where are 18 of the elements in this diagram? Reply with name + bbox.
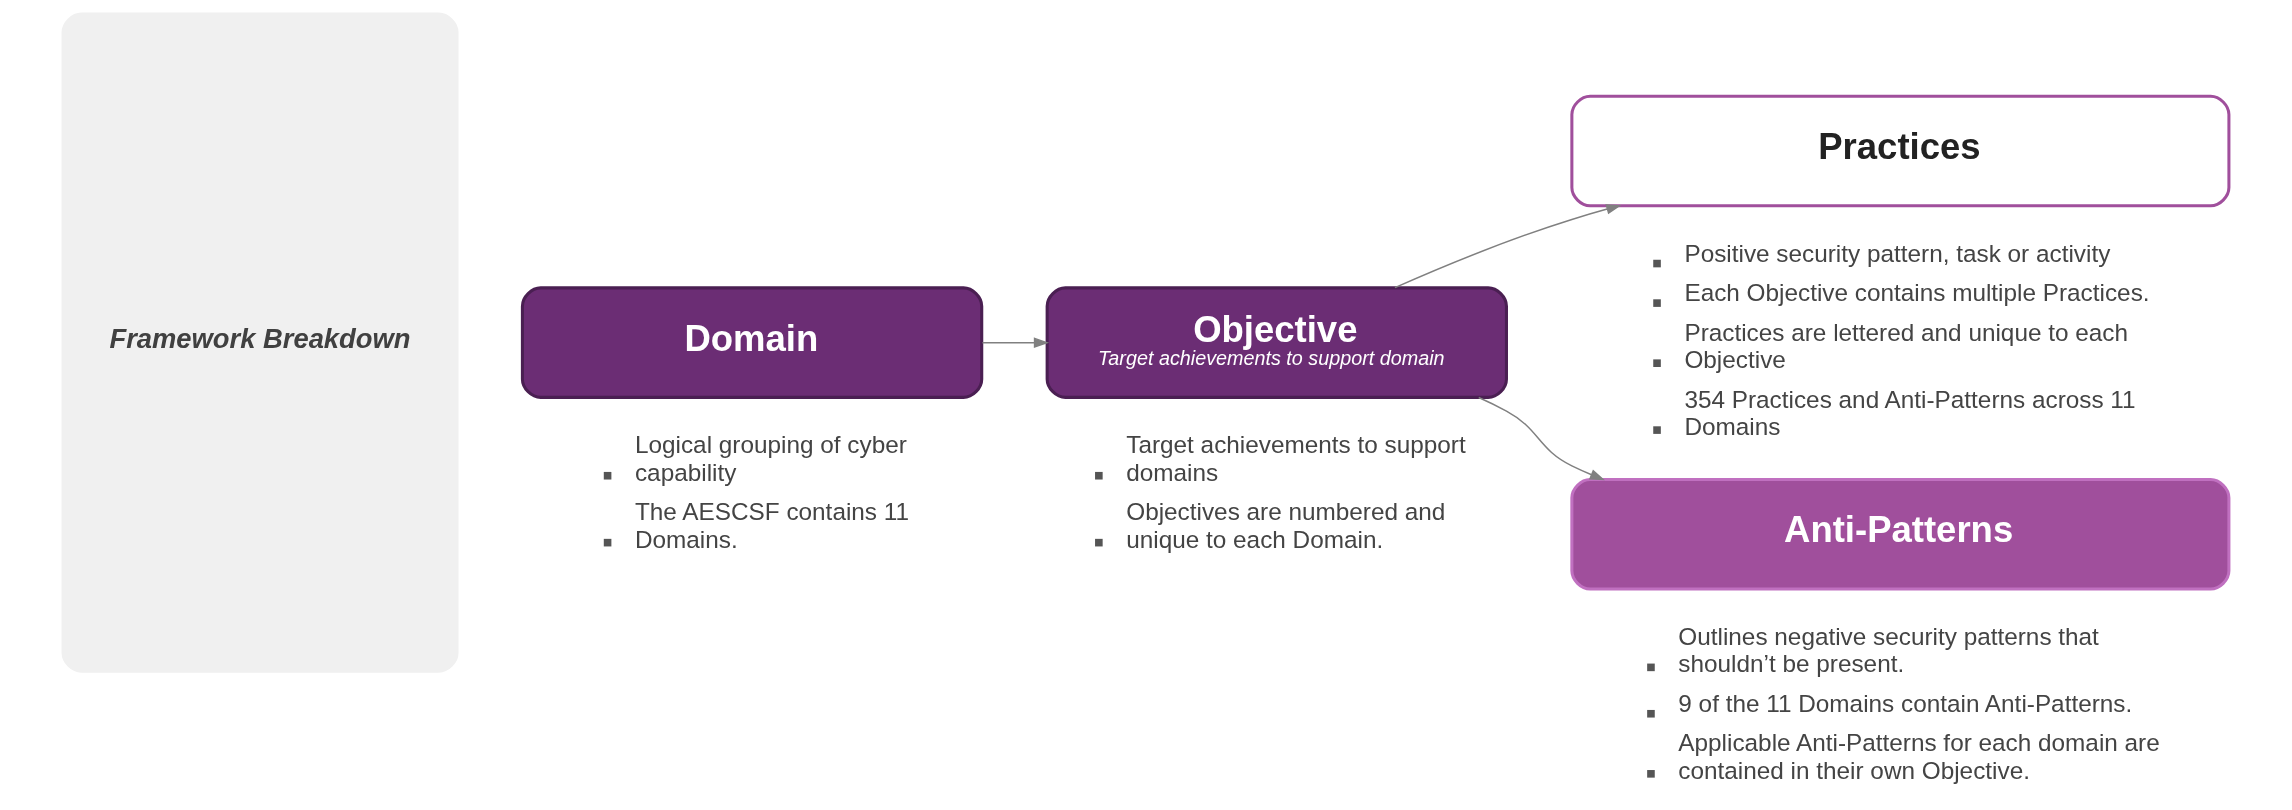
node-box: Objective Target achievements to support domain: [1045, 286, 1508, 399]
node-label: Logical grouping of cyber capability: [634, 431, 907, 486]
node-label: The AESCSF contains 11 Domains.: [634, 498, 910, 553]
node-label: 354 Practices and Anti-Patterns across 11 Domains: [1684, 385, 2136, 441]
arrow: [1394, 204, 1622, 289]
node-box: Domain: [520, 286, 984, 399]
node-label: 9 of the 11 Domains contain Anti-Patterns.: [1678, 689, 2133, 717]
node-box: Practices: [1570, 94, 2231, 208]
node-box: Anti-Patterns: [1570, 478, 2231, 591]
node-label: Each Objective contains multiple Practices.: [1684, 279, 2150, 307]
node-label: Positive security pattern, task or activity: [1684, 239, 2111, 267]
arrow: [981, 337, 1050, 348]
arrow: [1477, 396, 1606, 481]
node-label: Objectives are numbered and unique to each Domain.: [1126, 498, 1446, 553]
node-label: Target achievements to support domains: [1126, 431, 1466, 486]
node-label: Practices are lettered and unique to each Objective: [1684, 318, 2129, 374]
node-label: Outlines negative security patterns that shouldn’t be present.: [1678, 623, 2099, 678]
node-label: Applicable Anti-Patterns for each domain are contained in their own Objective.: [1678, 729, 2160, 784]
